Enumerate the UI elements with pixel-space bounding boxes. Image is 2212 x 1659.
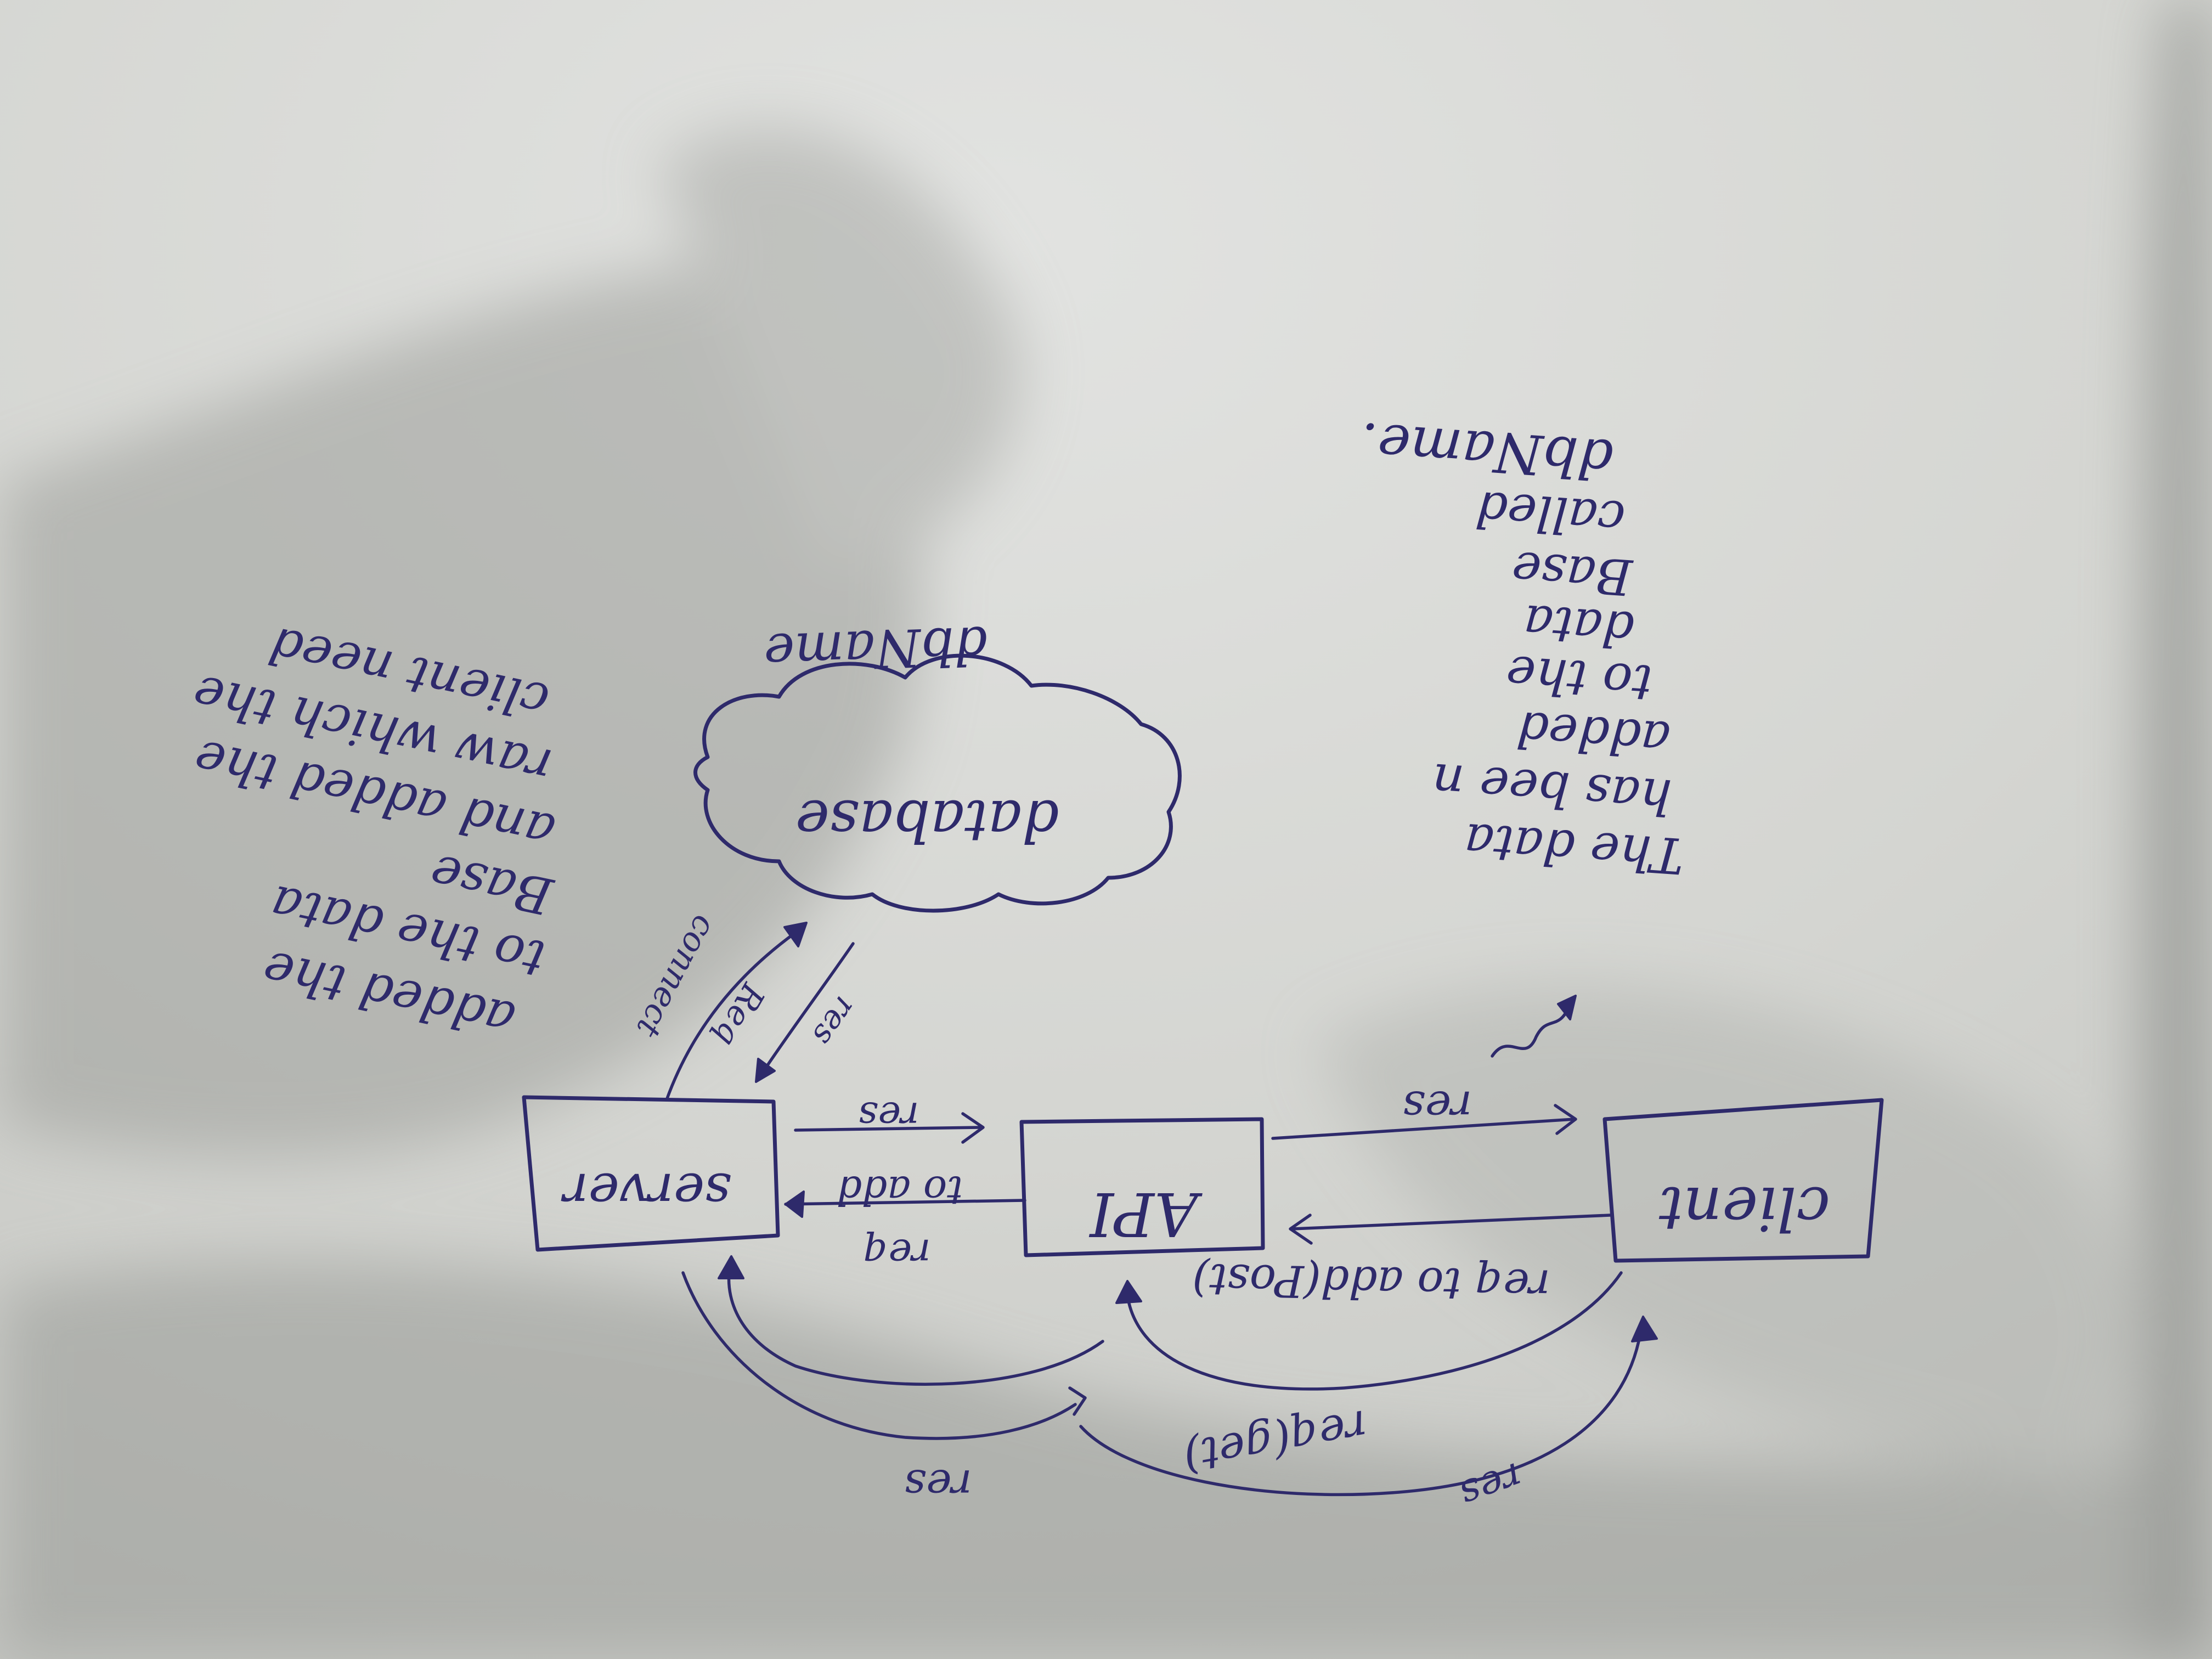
edge-label-api-server-req: req (863, 1231, 930, 1277)
arrow-client-to-api-req: req to add(Post) (1192, 1214, 1612, 1311)
arrow-api-to-server-curve (718, 1255, 1104, 1386)
server-label: server (561, 1161, 731, 1222)
right-note-line-5: data (1522, 593, 1636, 658)
right-note-line-7: called (1474, 480, 1627, 548)
server-node: server (522, 1095, 780, 1252)
client-node: client (1602, 1098, 1884, 1263)
edge-label-api-client-res: res (1403, 1081, 1472, 1132)
edge-label-server-api-res: res (859, 1093, 919, 1138)
right-note-line-3: added (1515, 700, 1672, 768)
arrow-api-to-client-res: res (1271, 1081, 1577, 1140)
arrow-server-to-api-curve: res (681, 1271, 1087, 1509)
api-node: API (1019, 1117, 1265, 1257)
database-label: database (795, 787, 1059, 854)
arrow-server-to-api-res: res (794, 1093, 985, 1144)
edge-label-api-server-to-add: to add (837, 1167, 963, 1214)
database-name-label: dbName (763, 614, 988, 682)
api-label: API (1088, 1179, 1203, 1249)
right-note-line-4: to the (1504, 644, 1654, 712)
client-label: client (1658, 1173, 1830, 1244)
right-note-line-6: Base (1510, 540, 1635, 606)
edge-label-server-api-res-lower: res (904, 1460, 972, 1509)
squiggle-arrow-to-note (1491, 995, 1577, 1058)
edge-label-client-api-req-post: req to add(Post) (1192, 1254, 1551, 1311)
arrow-api-to-server-req: to add req (784, 1167, 1026, 1277)
database-node: database dbName (693, 614, 1182, 913)
